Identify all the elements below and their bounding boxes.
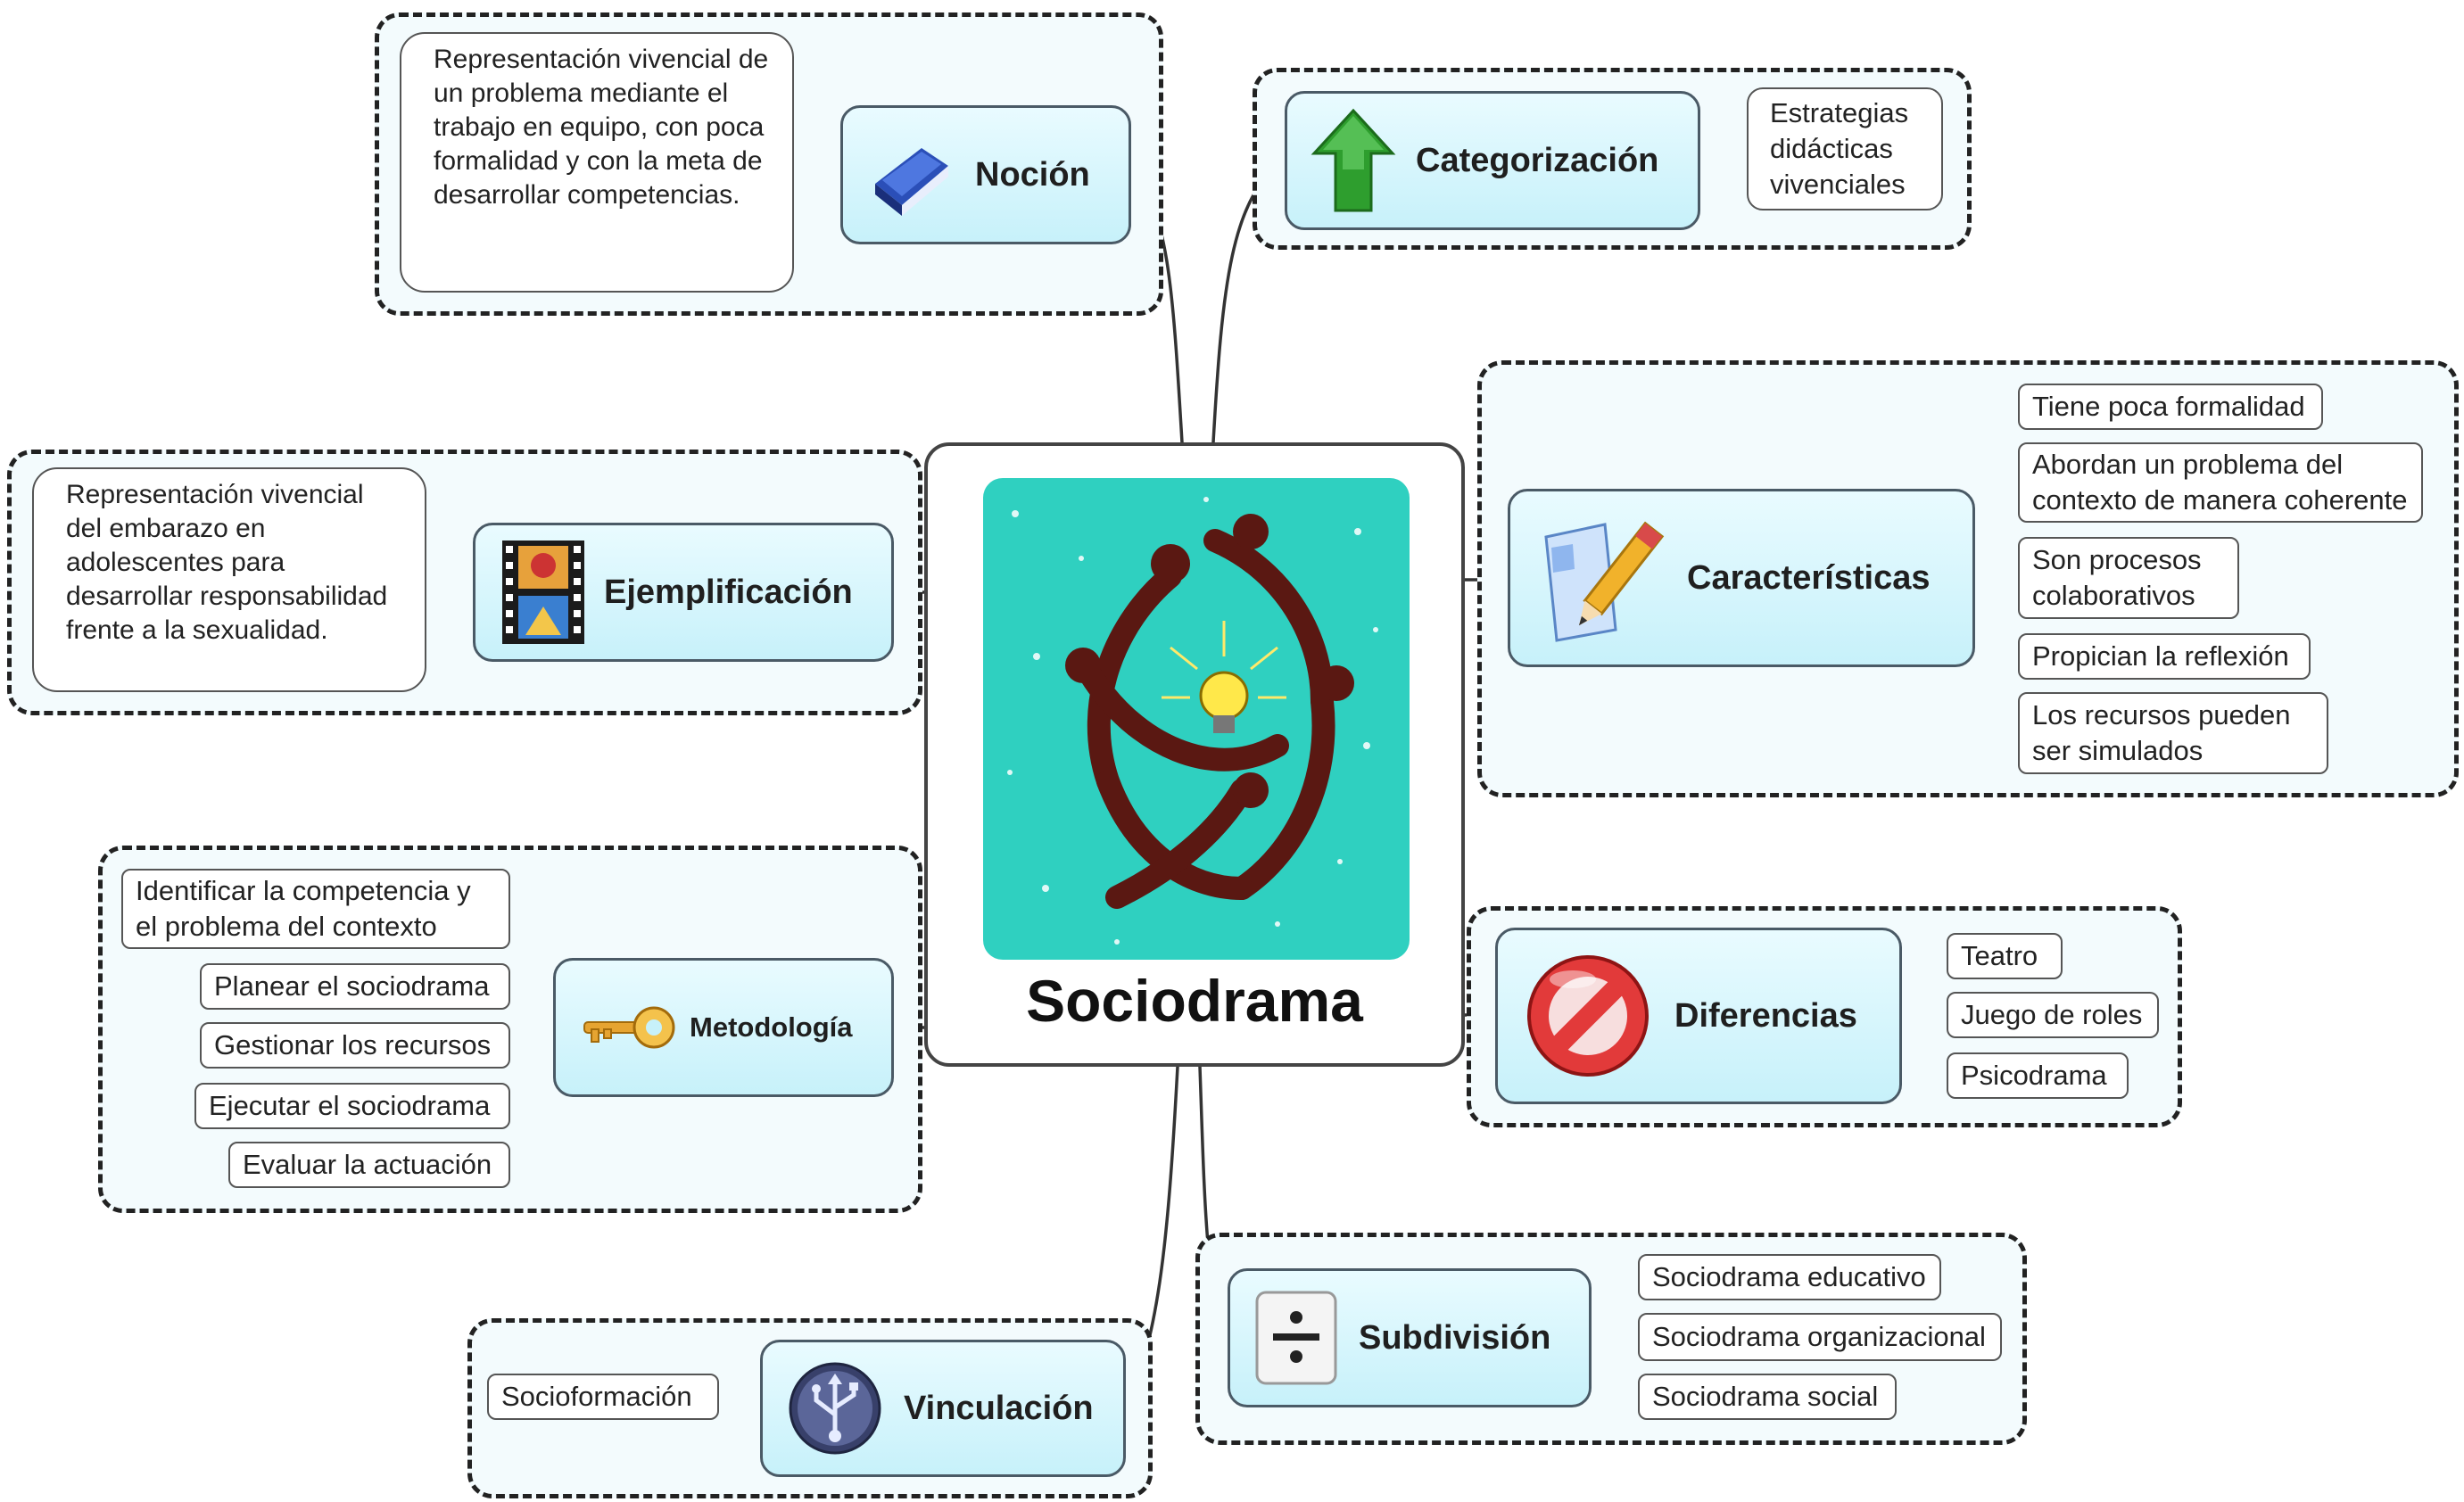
diferencias-leaf-2: Juego de roles [1947, 992, 2159, 1038]
diferencias-leaf-3: Psicodrama [1947, 1052, 2129, 1099]
topic-caracteristicas[interactable]: Características [1508, 489, 1975, 667]
key-icon [579, 1001, 677, 1054]
divide-icon [1253, 1289, 1339, 1387]
topic-subdivision[interactable]: Subdivisión [1228, 1268, 1592, 1407]
metodologia-leaf-4: Ejecutar el sociodrama [194, 1083, 510, 1129]
metodologia-leaf-5: Evaluar la actuación [228, 1142, 510, 1188]
topic-metodologia-label: Metodología [690, 1011, 853, 1043]
topic-nocion[interactable]: Noción [840, 105, 1131, 244]
topic-diferencias-label: Diferencias [1674, 996, 1857, 1035]
metodologia-leaf-3: Gestionar los recursos [200, 1022, 510, 1069]
topic-ejemplificacion[interactable]: Ejemplificación [473, 523, 894, 662]
nocion-description: Representación vivencial de un problema … [400, 32, 794, 293]
topic-categorizacion[interactable]: Categorización [1285, 91, 1700, 230]
caracteristicas-leaf-2: Abordan un problema del contexto de mane… [2018, 442, 2423, 523]
diferencias-leaf-1: Teatro [1947, 933, 2063, 979]
usb-icon [786, 1359, 884, 1457]
topic-nocion-label: Noción [975, 155, 1090, 194]
topic-metodologia[interactable]: Metodología [553, 958, 894, 1097]
subdivision-leaf-1: Sociodrama educativo [1638, 1254, 1941, 1300]
central-node[interactable]: Sociodrama [924, 442, 1465, 1067]
caracteristicas-leaf-4: Propician la reflexión [2018, 633, 2311, 680]
caracteristicas-leaf-3: Son procesos colaborativos [2018, 537, 2239, 619]
book-icon [866, 130, 955, 219]
vinculacion-leaf: Socioformación [487, 1374, 719, 1420]
topic-caracteristicas-label: Características [1687, 558, 1931, 597]
subdivision-leaf-2: Sociodrama organizacional [1638, 1313, 2002, 1361]
topic-subdivision-label: Subdivisión [1359, 1318, 1551, 1357]
metodologia-leaf-1: Identificar la competencia y el problema… [121, 869, 510, 949]
caracteristicas-leaf-1: Tiene poca formalidad [2018, 384, 2323, 430]
up-arrow-icon [1311, 107, 1396, 214]
metodologia-leaf-2: Planear el sociodrama [200, 963, 510, 1010]
central-title: Sociodrama [1026, 968, 1363, 1034]
topic-vinculacion-label: Vinculación [904, 1389, 1094, 1427]
prohibited-icon [1521, 949, 1655, 1083]
caracteristicas-leaf-5: Los recursos pueden ser simulados [2018, 692, 2328, 774]
topic-vinculacion[interactable]: Vinculación [760, 1340, 1126, 1477]
sociodrama-illustration [983, 478, 1410, 960]
topic-categorizacion-label: Categorización [1416, 141, 1659, 179]
document-pencil-icon [1534, 507, 1667, 649]
subdivision-leaf-3: Sociodrama social [1638, 1374, 1897, 1420]
ejemplificacion-description: Representación vivencial del embarazo en… [32, 467, 426, 692]
topic-ejemplificacion-label: Ejemplificación [604, 573, 853, 611]
topic-diferencias[interactable]: Diferencias [1495, 928, 1902, 1104]
film-strip-icon [499, 539, 588, 646]
categorizacion-leaf: Estrategias didácticas vivenciales [1747, 87, 1943, 210]
